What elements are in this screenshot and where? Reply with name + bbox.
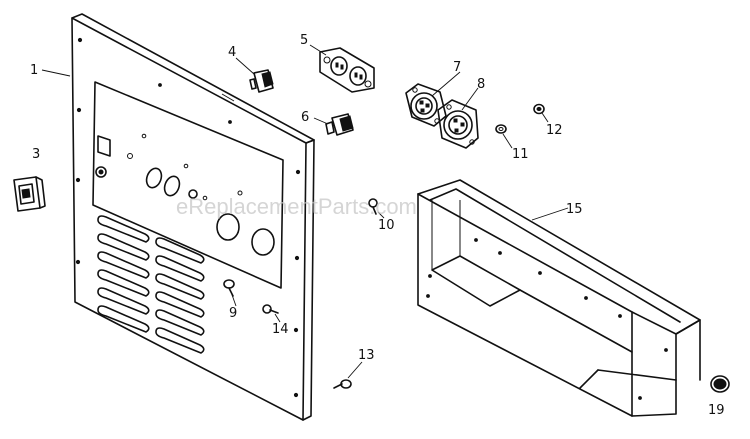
panel-louvers: [97, 215, 205, 354]
callout-3: 3: [32, 147, 40, 162]
callout-11: 11: [512, 147, 529, 162]
callout-15: 15: [566, 202, 583, 217]
callout-5: 5: [300, 33, 308, 48]
screw-part-14[interactable]: [262, 304, 279, 314]
control-panel[interactable]: [71, 13, 315, 421]
leader-lines: [41, 44, 569, 379]
panel-mounting-holes: [75, 37, 301, 398]
breaker-part-6[interactable]: [325, 113, 354, 136]
plug-part-19[interactable]: [710, 375, 730, 393]
twist-lock-receptacle-8[interactable]: [437, 99, 479, 149]
callout-14: 14: [272, 322, 289, 337]
twist-lock-receptacle-7[interactable]: [405, 83, 447, 127]
watermark-text: eReplacementParts.com: [176, 194, 417, 219]
breaker-part-4[interactable]: [249, 69, 274, 93]
duplex-receptacle-part[interactable]: [319, 47, 375, 93]
callout-6: 6: [301, 110, 309, 125]
callout-10: 10: [378, 218, 395, 233]
callout-8: 8: [477, 77, 485, 92]
box-holes: [426, 238, 668, 400]
callout-1: 1: [30, 63, 38, 78]
screw-part-13[interactable]: [333, 379, 352, 389]
callout-4: 4: [228, 45, 236, 60]
callout-12: 12: [546, 123, 563, 138]
switch-part[interactable]: [13, 176, 46, 212]
enclosure-box-part[interactable]: [417, 179, 701, 417]
callout-labels: 1 3 4 5 6 7 8 9 10 11 12 13 14 15 19: [30, 33, 725, 418]
nut-part-12[interactable]: [533, 103, 545, 115]
callout-9: 9: [229, 306, 237, 321]
screw-part-9[interactable]: [223, 279, 235, 297]
screw-part-10[interactable]: [368, 198, 378, 215]
callout-13: 13: [358, 348, 375, 363]
callout-19: 19: [708, 403, 725, 418]
nut-part-11[interactable]: [495, 124, 507, 134]
callout-7: 7: [453, 60, 461, 75]
